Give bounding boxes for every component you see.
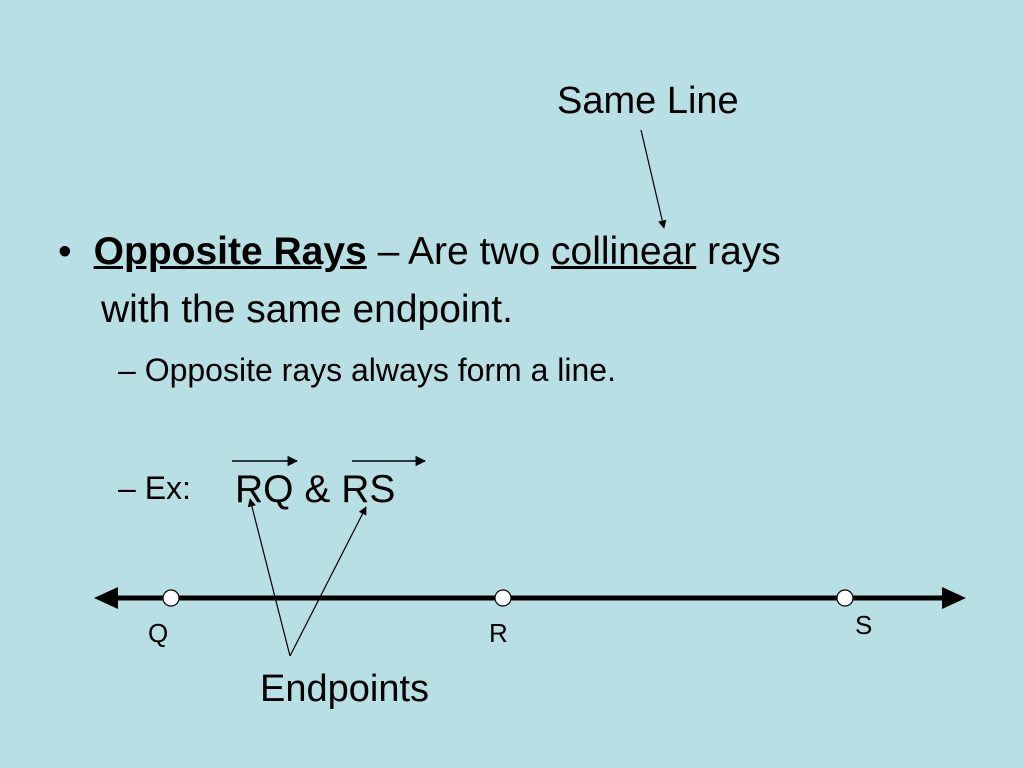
bullet-definition: • Opposite Rays – Are two collinear rays — [58, 232, 781, 271]
definition-after-key: rays — [696, 230, 781, 273]
endpoint-pointer-rq — [247, 498, 291, 657]
point-s-label: S — [855, 610, 873, 640]
term-opposite-rays: Opposite Rays — [93, 230, 367, 273]
endpoints-annotation: Endpoints — [260, 668, 430, 710]
subbullet-marker: – — [118, 470, 136, 506]
subbullet-text: Ex: — [144, 470, 191, 506]
endpoint-pointer-rs — [289, 506, 367, 657]
keyword-collinear: collinear — [551, 230, 697, 273]
number-line-right-arrowhead — [942, 587, 966, 609]
ray-joiner: & — [293, 468, 342, 511]
same-line-annotation: Same Line — [557, 80, 739, 122]
point-r-label: R — [489, 618, 508, 648]
ray-rq-label: RQ — [235, 468, 294, 511]
definition-line-2: with the same endpoint. — [101, 288, 513, 331]
example-rays: RQ & RS — [235, 470, 395, 509]
point-r — [494, 589, 512, 607]
subbullet-opposite-rays: – Opposite rays always form a line. — [118, 354, 616, 386]
point-s — [836, 589, 854, 607]
bullet-marker: • — [58, 230, 72, 273]
ray-rs-label: RS — [341, 468, 396, 511]
point-q — [162, 589, 180, 607]
point-q-label: Q — [148, 618, 169, 648]
subbullet-marker: – — [118, 352, 136, 388]
same-line-pointer-arrow — [640, 129, 667, 229]
definition-dash-text: – Are two — [366, 230, 551, 273]
number-line-left-arrowhead — [94, 587, 118, 609]
subbullet-example: – Ex: — [118, 472, 191, 504]
subbullet-text: Opposite rays always form a line. — [144, 352, 616, 388]
